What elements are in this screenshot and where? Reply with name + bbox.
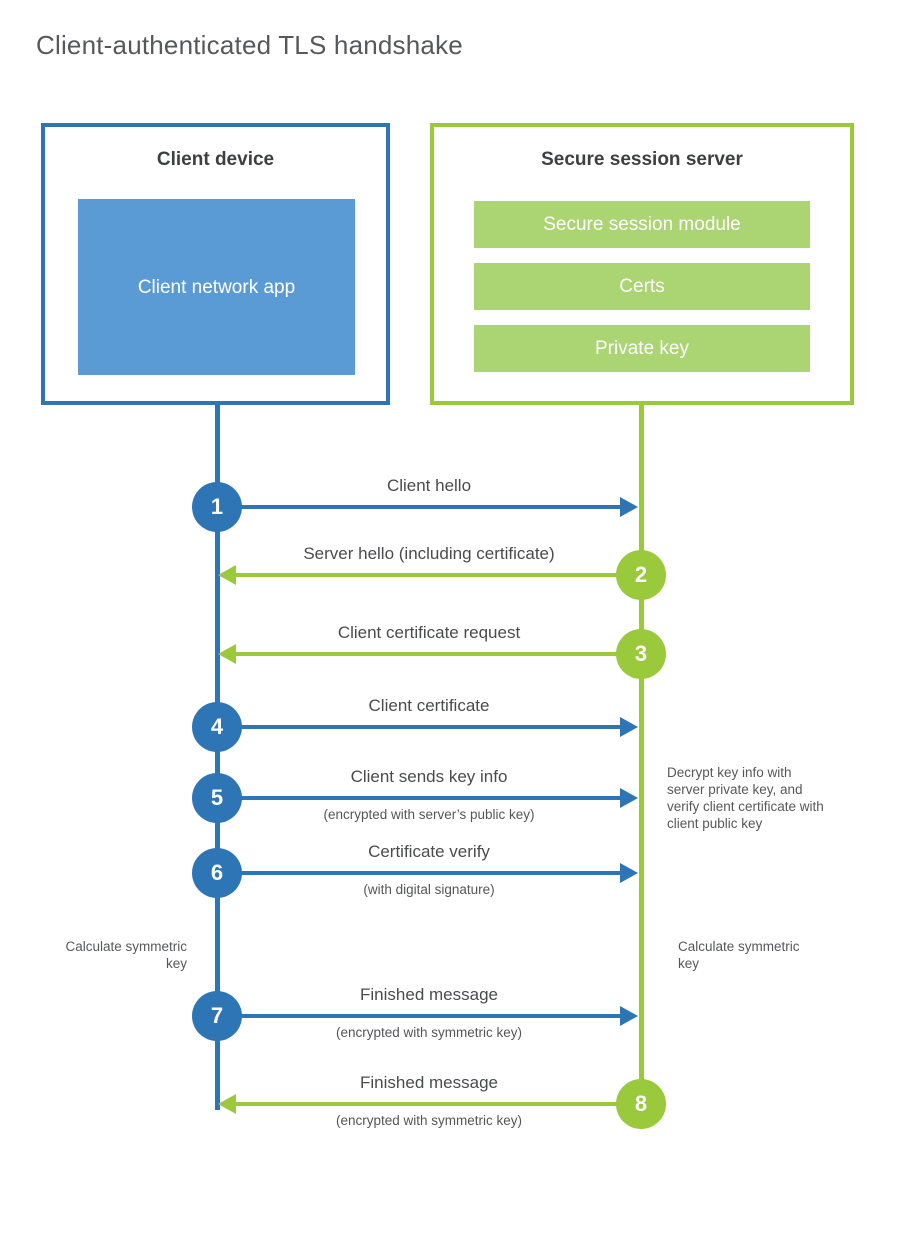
- server-module-private-key: Private key: [474, 325, 810, 372]
- step-badge: 1: [192, 482, 242, 532]
- server-module-secure-session: Secure session module: [474, 201, 810, 248]
- message-label: Certificate verify: [368, 842, 490, 861]
- arrowhead-right-icon: [620, 863, 638, 883]
- message-arrow-line: [236, 1102, 641, 1106]
- client-network-app-label: Client network app: [137, 276, 296, 298]
- arrowhead-left-icon: [218, 644, 236, 664]
- step-badge: 5: [192, 773, 242, 823]
- arrowhead-left-icon: [218, 565, 236, 585]
- server-module-certs: Certs: [474, 263, 810, 310]
- message-arrow-line: [217, 871, 622, 875]
- message-label: Client sends key info: [350, 767, 508, 786]
- message-label: Client certificate request: [337, 623, 521, 642]
- message-arrow-line: [217, 725, 622, 729]
- client-device-heading: Client device: [156, 149, 275, 170]
- message-sublabel: (encrypted with symmetric key): [335, 1113, 523, 1128]
- arrowhead-right-icon: [620, 497, 638, 517]
- step-badge: 2: [616, 550, 666, 600]
- arrowhead-right-icon: [620, 717, 638, 737]
- message-sublabel: (encrypted with server’s public key): [323, 807, 535, 822]
- message-arrow-line: [217, 796, 622, 800]
- client-lifeline: [215, 405, 220, 1110]
- message-label: Client certificate: [368, 696, 490, 715]
- step-badge: 4: [192, 702, 242, 752]
- client-device-box: Client device Client network app: [41, 123, 390, 405]
- step-badge: 7: [192, 991, 242, 1041]
- message-arrow-line: [236, 573, 641, 577]
- step-badge: 3: [616, 629, 666, 679]
- page-title: Client-authenticated TLS handshake: [36, 30, 463, 60]
- calculate-symmetric-key-note-client: Calculate symmetric key: [65, 939, 187, 971]
- message-label: Finished message: [360, 1073, 498, 1092]
- step-badge: 6: [192, 848, 242, 898]
- message-sublabel: (encrypted with symmetric key): [335, 1025, 523, 1040]
- server-lifeline: [639, 405, 644, 1105]
- message-arrow-line: [217, 505, 622, 509]
- decrypt-note: Decrypt key info with server private key…: [667, 765, 824, 831]
- message-arrow-line: [217, 1014, 622, 1018]
- message-sublabel: (with digital signature): [363, 882, 495, 897]
- secure-session-server-heading: Secure session server: [541, 149, 743, 170]
- arrowhead-right-icon: [620, 788, 638, 808]
- step-badge: 8: [616, 1079, 666, 1129]
- calculate-symmetric-key-note-server: Calculate symmetric key: [678, 939, 800, 971]
- message-label: Client hello: [386, 476, 472, 495]
- client-network-app-box: Client network app: [78, 199, 355, 375]
- arrowhead-left-icon: [218, 1094, 236, 1114]
- message-arrow-line: [236, 652, 641, 656]
- message-label: Server hello (including certificate): [303, 544, 555, 563]
- arrowhead-right-icon: [620, 1006, 638, 1026]
- message-label: Finished message: [360, 985, 498, 1004]
- secure-session-server-box: Secure session server Secure session mod…: [430, 123, 854, 405]
